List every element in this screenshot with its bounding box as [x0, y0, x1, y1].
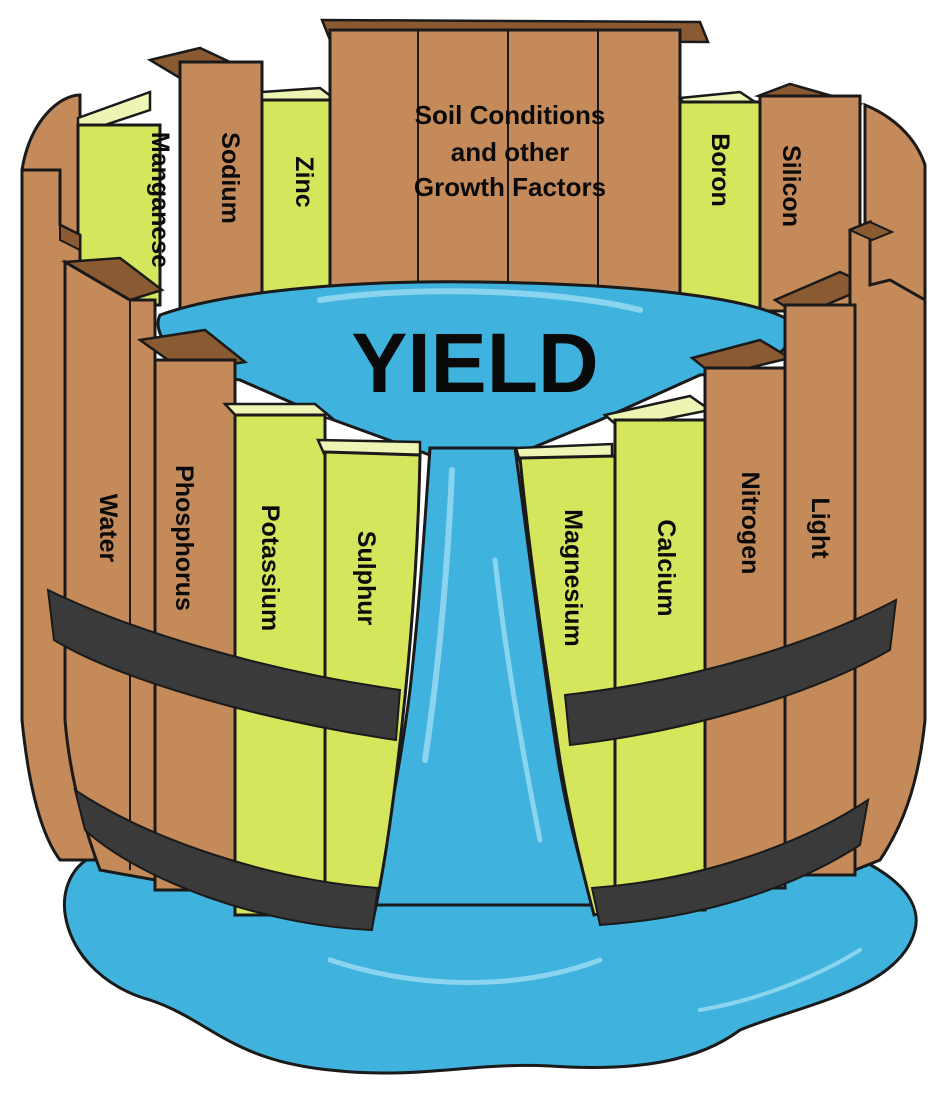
hoop-upper-right	[563, 598, 898, 747]
water-puddle-highlight	[327, 957, 603, 985]
label-boron: Boron	[706, 133, 734, 207]
stave-calcium	[602, 394, 714, 912]
stave-soil-conditions	[320, 18, 710, 312]
stave-sodium	[146, 46, 264, 314]
label-potassium: Potassium	[256, 505, 284, 631]
label-sulphur: Sulphur	[352, 531, 380, 626]
hoop-upper-left	[46, 588, 402, 742]
water-stream-highlight	[422, 467, 455, 763]
label-soil-line-3: Growth Factors	[414, 172, 606, 202]
label-magnesium: Magnesium	[559, 509, 587, 647]
label-calcium: Calcium	[652, 519, 680, 616]
label-light: Light	[806, 497, 834, 559]
hoop-lower-left	[73, 787, 380, 932]
label-zinc: Zinc	[290, 156, 318, 207]
label-yield: YIELD	[351, 316, 598, 410]
stave-phosphorus	[136, 328, 248, 892]
back-rim-right	[863, 102, 927, 302]
label-nitrogen: Nitrogen	[736, 472, 764, 575]
stave-magnesium	[514, 442, 617, 917]
hoop-lower-right	[590, 797, 870, 927]
label-water: Water	[94, 494, 122, 563]
stave-boron	[677, 90, 762, 314]
water-surface-highlight	[317, 288, 643, 313]
label-soil-line-2: and other	[451, 137, 569, 167]
stave-rim-right	[847, 219, 927, 873]
label-phosphorus: Phosphorus	[170, 465, 198, 611]
label-sodium: Sodium	[216, 132, 244, 224]
label-silicon: Silicon	[777, 145, 805, 227]
label-soil-line-1: Soil Conditions	[415, 100, 606, 130]
stave-nitrogen	[689, 338, 794, 890]
label-manganese: Manganese	[146, 132, 174, 268]
water-puddle-highlight-2	[698, 948, 862, 1012]
stave-water	[60, 256, 165, 882]
water-stream-highlight-2	[492, 557, 543, 843]
